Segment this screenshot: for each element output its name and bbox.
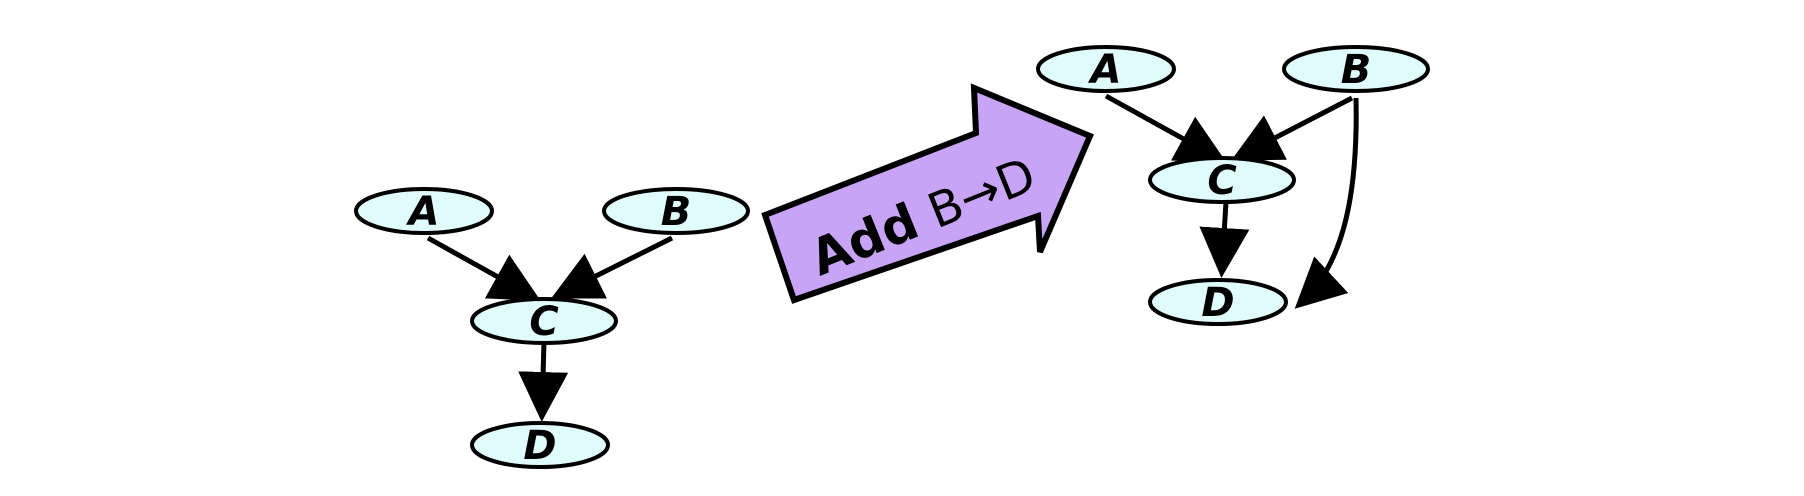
after-node-a-label: A	[1088, 47, 1122, 93]
after-edge-b-c	[1231, 95, 1354, 161]
after-node-d-label: D	[1201, 280, 1234, 326]
big-arrow-shape	[761, 83, 1094, 304]
after-node-d: D	[1148, 278, 1288, 326]
before-edge-c-d	[518, 341, 569, 422]
transition-arrow: Add B→D	[761, 83, 1094, 304]
before-node-a: A	[354, 187, 494, 235]
before-graph: A B C D	[354, 187, 750, 469]
before-node-d: D	[470, 421, 610, 469]
before-node-b-label: B	[661, 189, 692, 235]
after-node-a: A	[1036, 45, 1176, 93]
after-node-b: B	[1282, 45, 1430, 93]
before-node-d-label: D	[523, 423, 556, 469]
before-node-c: C	[470, 297, 618, 345]
before-edge-b-c	[551, 235, 674, 299]
after-edge-a-c	[1104, 93, 1227, 163]
before-node-c-label: C	[529, 299, 558, 345]
after-graph: A B C D	[1036, 45, 1430, 326]
after-edge-b-d	[1294, 97, 1359, 309]
before-node-b: B	[602, 187, 750, 235]
after-node-b-label: B	[1341, 47, 1372, 93]
after-node-c-label: C	[1207, 158, 1236, 204]
after-node-c: C	[1148, 156, 1296, 204]
before-node-a-label: A	[406, 189, 440, 235]
before-edge-a-c	[426, 235, 541, 301]
after-edge-c-d	[1199, 201, 1250, 278]
